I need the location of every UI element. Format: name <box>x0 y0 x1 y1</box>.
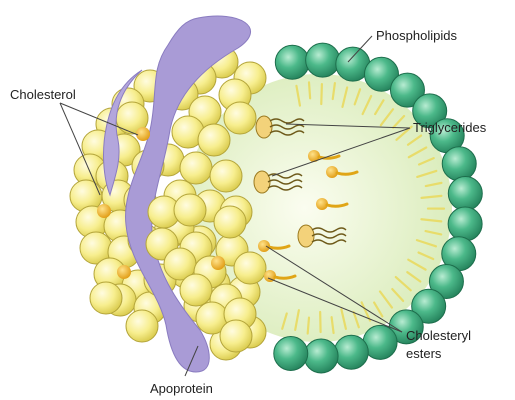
triglyceride-head <box>254 171 270 193</box>
yellow-sphere <box>198 124 230 156</box>
yellow-sphere <box>126 310 158 342</box>
phospholipid-head <box>448 207 482 241</box>
triglyceride-head <box>256 116 272 138</box>
phospholipid-head <box>274 336 308 370</box>
phospholipid-head <box>304 339 338 373</box>
yellow-sphere <box>210 160 242 192</box>
fatty-tail <box>309 82 310 98</box>
phospholipid-head <box>334 335 368 369</box>
cholesterol-dot <box>211 256 225 270</box>
yellow-sphere <box>234 252 266 284</box>
yellow-sphere <box>180 274 212 306</box>
phospholipid-head <box>275 45 309 79</box>
phospholipid-head <box>442 147 476 181</box>
phospholipids-label: Phospholipids <box>376 28 457 43</box>
yellow-sphere <box>174 194 206 226</box>
cholesteryl-label-line1: Cholesteryl <box>406 328 471 343</box>
yellow-sphere <box>220 320 252 352</box>
cholesterol-dot <box>136 127 150 141</box>
fatty-tail <box>308 318 309 334</box>
yellow-sphere <box>224 102 256 134</box>
cholesterol-dot <box>117 265 131 279</box>
phospholipid-head <box>306 43 340 77</box>
fatty-tail <box>321 84 322 104</box>
phospholipid-head <box>448 177 482 211</box>
cholesterol-label: Cholesterol <box>10 87 76 102</box>
yellow-sphere <box>90 282 122 314</box>
apoprotein-label: Apoprotein <box>150 381 213 396</box>
cholesterol-dot <box>97 204 111 218</box>
cholesteryl-label-line2: esters <box>406 346 442 361</box>
triglycerides-label: Triglycerides <box>413 120 487 135</box>
triglyceride-head <box>298 225 314 247</box>
yellow-sphere <box>180 152 212 184</box>
yellow-sphere <box>214 206 246 238</box>
